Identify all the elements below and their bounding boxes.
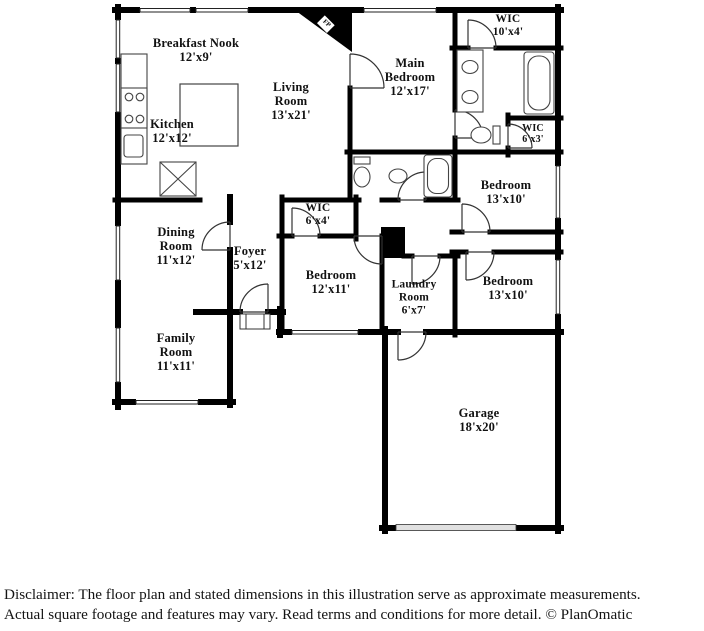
room-name: Garage: [458, 406, 500, 420]
room-label-bedroom-lower-right: Bedroom 13'x10': [473, 274, 543, 302]
room-size: 6'x3': [522, 134, 544, 145]
room-label-bedroom-center: Bedroom 12'x11': [291, 268, 371, 296]
room-label-foyer: Foyer 5'x12': [225, 244, 275, 272]
room-label-living-room: Living Room 13'x21': [259, 80, 323, 122]
disclaimer-line-2: Actual square footage and features may v…: [4, 606, 633, 624]
room-name: Bedroom: [482, 274, 534, 288]
room-label-breakfast-nook: Breakfast Nook 12'x9': [150, 36, 242, 64]
room-label-laundry-room: Laundry Room 6'x7': [385, 279, 443, 318]
room-name: Main Bedroom: [384, 56, 436, 84]
room-size: 13'x10': [486, 192, 526, 206]
room-size: 11'x11': [156, 359, 196, 373]
room-label-wic-bedroom: WIC 6'x4': [288, 202, 348, 228]
room-label-dining-room: Dining Room 11'x12': [146, 225, 206, 267]
room-name: Dining Room: [157, 225, 195, 253]
room-name: Foyer: [233, 244, 267, 258]
disclaimer-line-1: Disclaimer: The floor plan and stated di…: [4, 586, 641, 603]
room-size: 5'x12': [233, 258, 267, 272]
room-size: 10'x4': [492, 26, 524, 38]
room-size: 12'x12': [152, 131, 192, 145]
room-name: WIC: [522, 122, 544, 134]
room-name: Bedroom: [305, 268, 357, 282]
kitchen-island: [179, 83, 239, 147]
disclaimer: Disclaimer: The floor plan and stated di…: [4, 585, 702, 625]
room-name: Breakfast Nook: [152, 36, 240, 50]
room-name: Living Room: [273, 80, 309, 108]
kitchen-sink-icon: [123, 134, 144, 158]
room-label-wic-main: WIC 10'x4': [473, 13, 543, 39]
stove-icon: [120, 87, 148, 129]
room-size: 11'x12': [156, 253, 196, 267]
room-label-main-bedroom: Main Bedroom 12'x17': [374, 56, 446, 98]
pantry-icon: [159, 161, 197, 197]
room-size: 13'x21': [271, 108, 311, 122]
room-name: Kitchen: [150, 117, 194, 131]
room-label-kitchen: Kitchen 12'x12': [137, 117, 207, 145]
room-name: Laundry Room: [391, 278, 437, 304]
room-label-garage: Garage 18'x20': [439, 406, 519, 434]
room-size: 12'x11': [311, 282, 351, 296]
fireplace-icon: [292, 8, 352, 52]
room-size: 12'x9': [179, 50, 213, 64]
window-icons: [114, 6, 562, 406]
chase-block: [381, 227, 405, 258]
room-size: 6'x4': [305, 215, 331, 227]
room-name: Bedroom: [480, 178, 532, 192]
room-size: 13'x10': [488, 288, 528, 302]
room-label-family-room: Family Room 11'x11': [146, 331, 206, 373]
room-name: WIC: [305, 202, 331, 215]
room-name: WIC: [495, 13, 521, 26]
room-label-wic-small: WIC 6'x3': [508, 123, 558, 145]
bathroom-fixtures-main: [456, 49, 555, 145]
room-size: 12'x17': [390, 84, 430, 98]
garage-door: [395, 523, 517, 533]
front-stoop: [239, 313, 271, 330]
room-size: 6'x7': [401, 304, 427, 317]
room-name: Family Room: [156, 331, 196, 359]
room-size: 18'x20': [459, 420, 499, 434]
room-label-bedroom-upper-right: Bedroom 13'x10': [471, 178, 541, 206]
bathroom-fixtures-hall: [353, 154, 453, 198]
interior-walls: [112, 7, 564, 338]
